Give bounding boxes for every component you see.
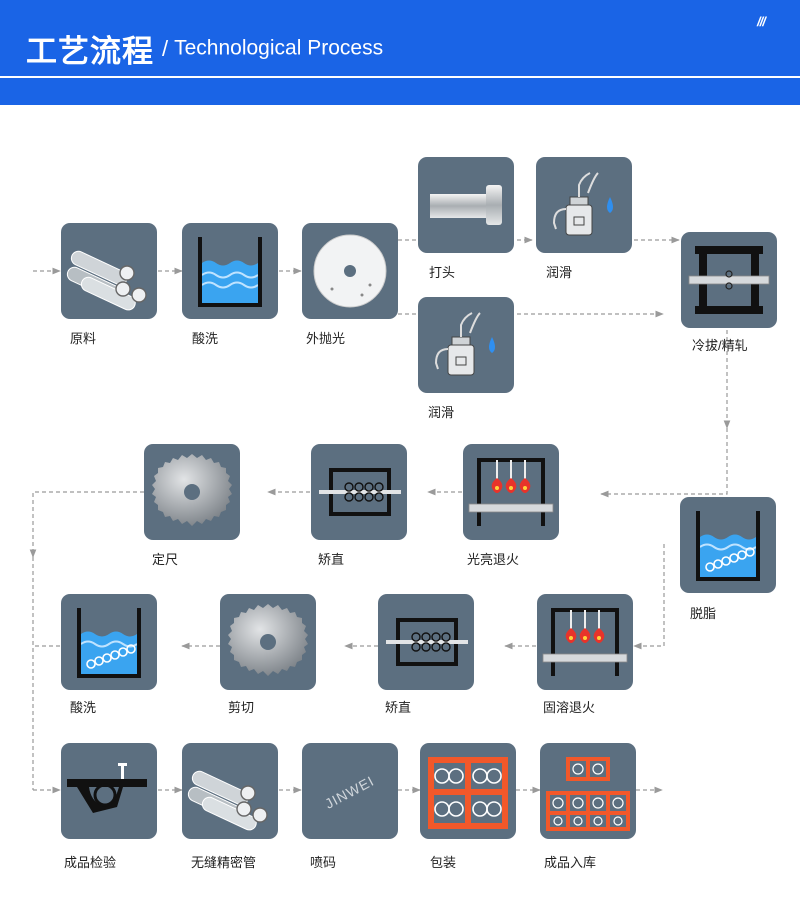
pipe-head-icon — [430, 185, 502, 225]
label-shear: 剪切 — [228, 700, 255, 715]
stamp-icon: JINWEI — [322, 773, 377, 812]
water-tank-icon — [198, 237, 262, 307]
step-straighten-2 — [378, 594, 474, 690]
furnace-icon — [542, 608, 628, 676]
title-slash: / — [162, 35, 169, 61]
step-degrease — [680, 497, 776, 593]
step-bright-anneal — [463, 444, 559, 540]
header-divider — [0, 76, 800, 78]
stacked-racks-icon — [546, 757, 630, 831]
label-lubricate-1: 润滑 — [546, 265, 573, 280]
arrow-degrease-to-anneal — [600, 428, 728, 498]
label-pickling-2: 酸洗 — [70, 700, 97, 715]
label-pointing: 打头 — [429, 265, 456, 280]
step-solution-anneal — [537, 594, 633, 690]
page-title: 工艺流程 /Technological Process — [26, 26, 383, 71]
label-lubricate-2: 润滑 — [428, 405, 455, 420]
oil-can-icon — [552, 172, 613, 236]
saw-blade-icon — [228, 604, 308, 676]
step-cold-draw — [681, 232, 777, 328]
step-outer-polish — [302, 223, 398, 319]
tank-with-pipes-icon — [77, 608, 141, 678]
pipes-icon — [187, 770, 268, 831]
title-english: Technological Process — [174, 36, 384, 60]
step-spray-code: JINWEI — [302, 743, 398, 839]
oil-can-icon — [434, 312, 495, 376]
saw-blade-icon — [152, 454, 232, 526]
straightener-icon — [386, 618, 468, 666]
header-bar: 工艺流程 /Technological Process /// — [0, 0, 800, 105]
step-seamless-tube — [182, 743, 278, 839]
step-pointing — [418, 157, 514, 253]
label-bright-anneal: 光亮退火 — [467, 552, 520, 567]
polishing-disc-icon — [313, 234, 387, 308]
label-cut-to-length: 定尺 — [152, 552, 179, 567]
pipes-icon — [66, 250, 147, 311]
label-outer-polish: 外抛光 — [306, 331, 346, 346]
step-shear — [220, 594, 316, 690]
coil-rack-icon — [428, 757, 508, 829]
rolling-frame-icon — [688, 246, 770, 314]
step-straighten-1 — [311, 444, 407, 540]
label-warehouse: 成品入库 — [544, 855, 597, 870]
stamp-text: JINWEI — [322, 773, 377, 812]
label-seamless-tube: 无缝精密管 — [191, 855, 257, 870]
label-solution-anneal: 固溶退火 — [543, 700, 596, 715]
tank-with-pipes-icon — [696, 511, 760, 581]
label-inspection: 成品检验 — [64, 855, 117, 870]
step-raw-material — [61, 223, 157, 319]
label-degrease: 脱脂 — [690, 606, 717, 621]
label-straighten-1: 矫直 — [318, 552, 345, 567]
label-cold-draw: 冷拔/精轧 — [692, 338, 748, 353]
step-packing — [420, 743, 516, 839]
step-lubricate-1 — [536, 157, 632, 253]
corner-slashes-mark: /// — [757, 14, 766, 29]
step-pickling-2 — [61, 594, 157, 690]
label-straighten-2: 矫直 — [385, 700, 412, 715]
step-warehouse — [540, 743, 636, 839]
step-cut-to-length — [144, 444, 240, 540]
furnace-icon — [468, 458, 554, 526]
label-pickling-1: 酸洗 — [192, 331, 219, 346]
arrow-degrease-to-solution — [633, 544, 665, 650]
step-inspection — [61, 743, 157, 839]
straightener-icon — [319, 468, 401, 516]
arrow-cut-to-left-down — [29, 491, 144, 558]
gauge-icon — [67, 763, 147, 813]
label-raw-material: 原料 — [70, 331, 97, 346]
label-packing: 包装 — [430, 855, 457, 870]
step-pickling-1 — [182, 223, 278, 319]
step-lubricate-2 — [418, 297, 514, 393]
title-chinese: 工艺流程 — [26, 34, 154, 69]
label-spray-code: 喷码 — [310, 855, 337, 870]
